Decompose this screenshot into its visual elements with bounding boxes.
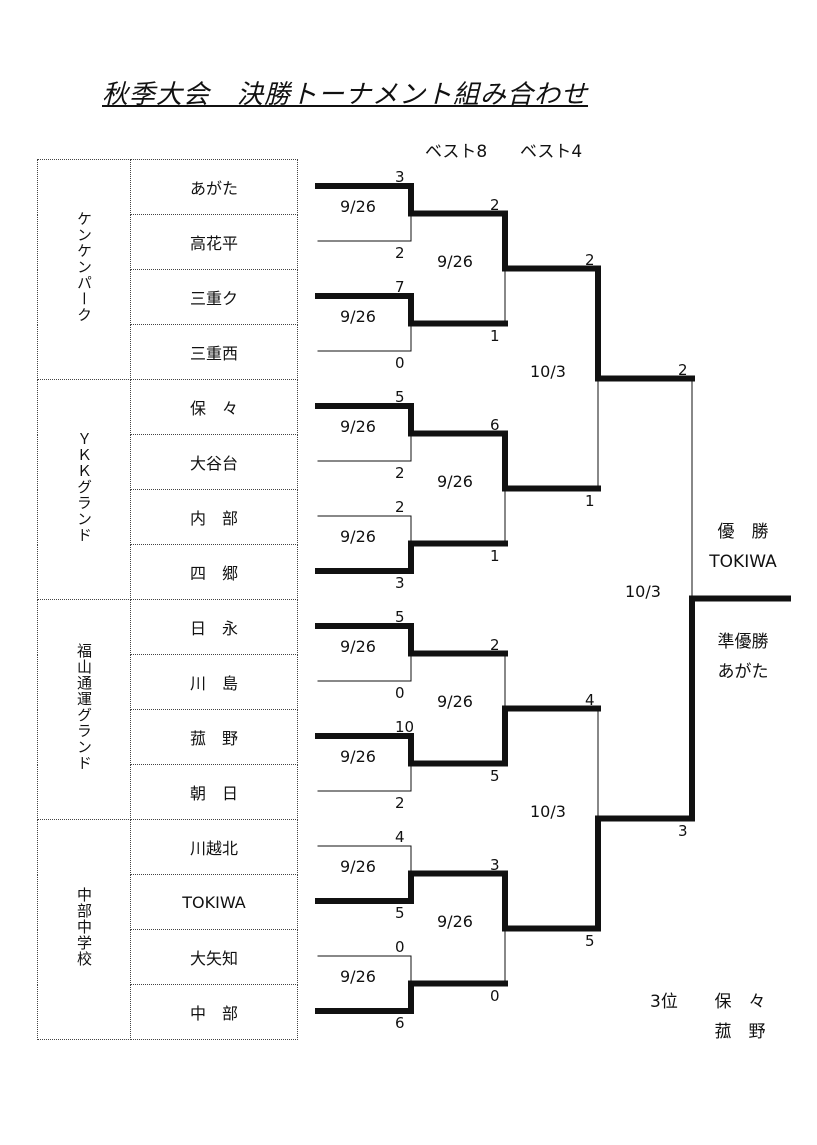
team-cell: 三重西	[130, 324, 298, 380]
team-cell: 日 永	[130, 599, 298, 655]
table-row: 高花平	[38, 214, 298, 270]
score-label: 3	[395, 168, 405, 186]
score-label: 5	[395, 608, 405, 626]
team-cell: 朝 日	[130, 764, 298, 820]
score-label: 2	[395, 794, 405, 812]
venue-name: 中部中学校	[75, 886, 93, 967]
venue-cell: ＹＫＫグランド	[37, 379, 131, 600]
team-cell: 大谷台	[130, 434, 298, 490]
venue-name: 福山通運グランド	[75, 642, 93, 771]
table-row: 内 部	[38, 489, 298, 545]
venue-name: ＹＫＫグランド	[75, 430, 93, 543]
match-date: 9/26	[340, 746, 376, 766]
score-label: 5	[585, 931, 595, 950]
score-label: 2	[490, 195, 500, 214]
score-label: 1	[585, 491, 595, 510]
team-cell: TOKIWA	[130, 874, 298, 930]
match-date: 9/26	[340, 966, 376, 986]
venue-cell: 福山通運グランド	[37, 599, 131, 820]
round-label-best8: ベスト8	[425, 142, 488, 162]
team-cell: 中 部	[130, 984, 298, 1040]
team-cell: 内 部	[130, 489, 298, 545]
score-label: 2	[395, 464, 405, 482]
runner-up-label: 準優勝	[717, 632, 769, 652]
score-label: 2	[395, 244, 405, 262]
table-row: 三重ク	[38, 269, 298, 325]
score-label: 4	[585, 690, 595, 709]
table-row: TOKIWA	[38, 874, 298, 930]
team-cell: 保 々	[130, 379, 298, 435]
score-label: 0	[395, 684, 405, 702]
runner-up-name: あがた	[717, 662, 769, 682]
table-row: ケンケンパーク あがた	[37, 159, 298, 380]
table-row: 大矢知	[38, 929, 298, 985]
score-label: 3	[395, 574, 405, 592]
team-cell: 菰 野	[130, 709, 298, 765]
score-label: 10	[395, 718, 415, 736]
score-label: 2	[678, 360, 688, 379]
venue-cell: ケンケンパーク	[37, 159, 131, 380]
score-label: 5	[490, 766, 500, 785]
match-date: 10/3	[530, 801, 566, 821]
champion-name: TOKIWA	[709, 552, 777, 572]
match-date: 10/3	[625, 581, 661, 601]
score-label: 0	[490, 986, 500, 1005]
third-place-team: 菰 野	[714, 1022, 766, 1042]
score-label: 1	[490, 326, 500, 345]
venue-name: ケンケンパーク	[75, 210, 93, 323]
team-cell: 大矢知	[130, 929, 298, 985]
score-label: 2	[585, 250, 595, 269]
match-date: 9/26	[340, 416, 376, 436]
score-label: 7	[395, 278, 405, 296]
score-label: 2	[395, 498, 405, 516]
match-date: 9/26	[340, 856, 376, 876]
score-label: 1	[490, 546, 500, 565]
team-cell: 川 島	[130, 654, 298, 710]
score-label: 3	[678, 821, 688, 840]
table-row: 川 島	[38, 654, 298, 710]
table-row: 中 部	[38, 984, 298, 1040]
score-label: 6	[490, 415, 500, 434]
team-cell: 高花平	[130, 214, 298, 270]
match-date: 9/26	[437, 691, 473, 711]
score-label: 0	[395, 938, 405, 956]
match-date: 9/26	[340, 636, 376, 656]
table-row: 三重西	[38, 324, 298, 380]
table-row: 朝 日	[38, 764, 298, 820]
score-label: 2	[490, 635, 500, 654]
round-label-best4: ベスト4	[520, 142, 583, 162]
table-row: 菰 野	[38, 709, 298, 765]
table-row: ＹＫＫグランド 保 々	[37, 379, 298, 600]
score-label: 6	[395, 1014, 405, 1032]
score-label: 3	[490, 855, 500, 874]
team-cell: 三重ク	[130, 269, 298, 325]
match-date: 9/26	[437, 911, 473, 931]
table-row: 大谷台	[38, 434, 298, 490]
champion-label: 優 勝	[717, 522, 769, 542]
match-date: 9/26	[437, 251, 473, 271]
team-cell: あがた	[130, 159, 298, 215]
score-label: 5	[395, 904, 405, 922]
match-date: 9/26	[340, 306, 376, 326]
venue-cell: 中部中学校	[37, 819, 131, 1040]
third-place-label: 3位	[650, 992, 678, 1012]
score-label: 4	[395, 828, 405, 846]
score-label: 0	[395, 354, 405, 372]
third-place-team: 保 々	[714, 992, 766, 1012]
score-label: 5	[395, 388, 405, 406]
match-date: 9/26	[340, 526, 376, 546]
page-title: 秋季大会 決勝トーナメント組み合わせ	[102, 80, 589, 110]
match-date: 10/3	[530, 361, 566, 381]
table-row: 福山通運グランド 日 永	[37, 599, 298, 820]
match-date: 9/26	[340, 196, 376, 216]
match-date: 9/26	[437, 471, 473, 491]
team-table: ケンケンパーク あがた 高花平 三重ク 三重西 ＹＫＫグランド 保 々 大谷台 …	[37, 159, 298, 1040]
